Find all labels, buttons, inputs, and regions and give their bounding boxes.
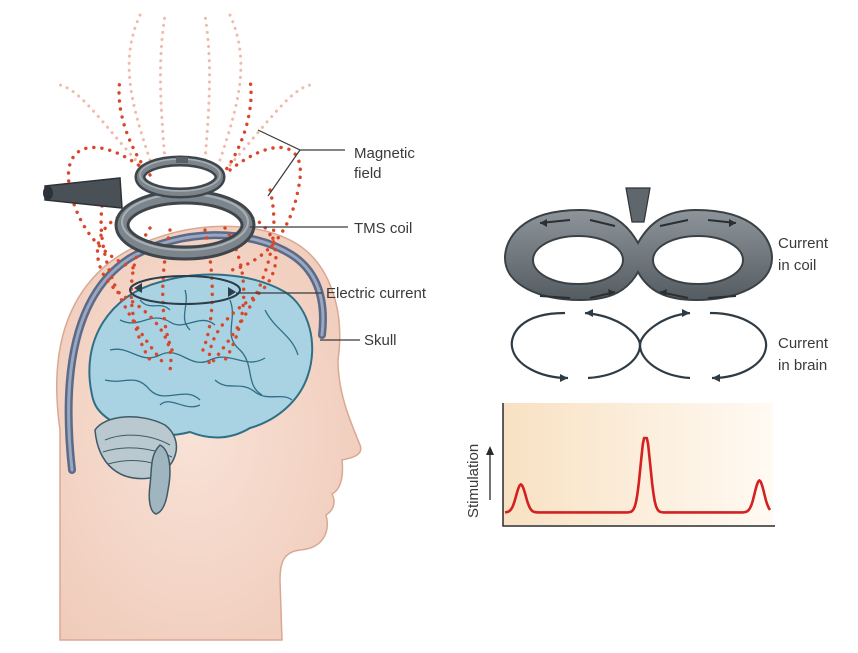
plot-background [503,403,773,525]
head-illustration [57,226,361,640]
current-in-brain-label-1: Current [778,335,829,352]
current-in-coil-label-2: in coil [778,257,816,274]
current-in-coil-label-1: Current [778,235,829,252]
electric-current-label: Electric current [326,285,427,302]
right-labels: Current in coil Current in brain [778,235,829,374]
magnetic-field-label-1: Magnetic [354,145,415,162]
tms-coil-label: TMS coil [354,220,412,237]
current-in-brain-label-2: in brain [778,357,827,374]
current-in-brain-loops [512,309,766,382]
stimulation-plot: Stimulation [465,403,775,526]
magnetic-field-label-2: field [354,165,382,182]
coil-handle [45,178,122,208]
figure-eight-coil [505,188,772,300]
stimulation-axis-label: Stimulation [465,444,482,518]
skull-label: Skull [364,332,397,349]
